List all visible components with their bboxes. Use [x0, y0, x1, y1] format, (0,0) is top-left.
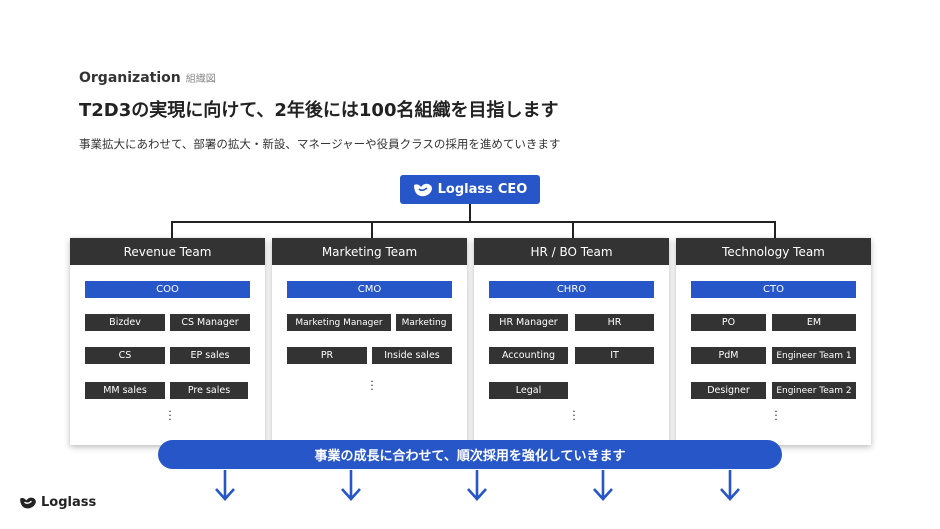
role-tag: PR: [287, 347, 367, 364]
role-tag: Engineer Team 2: [772, 382, 856, 399]
down-arrow-icon: [467, 470, 487, 501]
role-tag: Pre sales: [170, 382, 248, 399]
team-connector-4: [774, 221, 776, 238]
more-dots-icon: ···: [168, 405, 172, 426]
team-card-marketing: Marketing Team CMO Marketing Manager Mar…: [272, 238, 467, 445]
down-arrow-icon: [341, 470, 361, 501]
team-bus-line: [171, 221, 776, 223]
more-dots-icon: ···: [774, 405, 778, 426]
team-connector-1: [171, 221, 173, 238]
ceo-brand: Loglass: [437, 182, 493, 197]
footer-brand: Loglass: [41, 495, 97, 510]
down-arrow-icon: [215, 470, 235, 501]
role-tag: Engineer Team 1: [772, 347, 856, 364]
team-name: Technology Team: [676, 238, 871, 265]
role-tag: HR Manager: [489, 314, 568, 331]
role-tag: PO: [691, 314, 766, 331]
role-tag: MM sales: [85, 382, 165, 399]
ceo-connector: [469, 204, 471, 222]
team-connector-3: [572, 221, 574, 238]
down-arrow-icon: [593, 470, 613, 501]
team-lead-pill: CTO: [691, 281, 856, 298]
loglass-bird-icon: [20, 497, 36, 508]
section-label: Organization 組織図: [79, 70, 216, 86]
role-tag: Bizdev: [85, 314, 165, 331]
role-tag: CS: [85, 347, 165, 364]
role-tag: Legal: [489, 382, 568, 399]
more-dots-icon: ···: [572, 405, 576, 426]
team-card-technology: Technology Team CTO PO EM PdM Engineer T…: [676, 238, 871, 445]
team-card-revenue: Revenue Team COO Bizdev CS Manager CS EP…: [70, 238, 265, 445]
role-tag: IT: [575, 347, 654, 364]
ceo-title: CEO: [497, 182, 528, 197]
ceo-box: Loglass CEO: [400, 175, 540, 204]
team-lead-pill: CHRO: [489, 281, 654, 298]
role-tag: PdM: [691, 347, 766, 364]
role-tag: Designer: [691, 382, 766, 399]
team-name: Revenue Team: [70, 238, 265, 265]
page-subtitle: 事業拡大にあわせて、部署の拡大・新設、マネージャーや役員クラスの採用を進めていき…: [79, 137, 561, 151]
team-connector-2: [371, 221, 373, 238]
section-subtitle: 組織図: [185, 74, 216, 85]
role-tag: Inside sales: [372, 347, 452, 364]
role-tag: Marketing Manager: [287, 314, 391, 331]
role-tag: Marketing: [396, 314, 452, 331]
role-tag: Accounting: [489, 347, 568, 364]
role-tag: HR: [575, 314, 654, 331]
role-tag: EP sales: [170, 347, 250, 364]
team-lead-pill: COO: [85, 281, 250, 298]
team-lead-pill: CMO: [287, 281, 452, 298]
role-tag: EM: [772, 314, 856, 331]
team-name: Marketing Team: [272, 238, 467, 265]
role-tag: CS Manager: [170, 314, 250, 331]
footer-logo: Loglass: [19, 495, 96, 510]
down-arrow-icon: [720, 470, 740, 501]
page-title: T2D3の実現に向けて、2年後には100名組織を目指します: [79, 100, 559, 121]
section-title: Organization: [79, 70, 181, 86]
team-name: HR / BO Team: [474, 238, 669, 265]
loglass-bird-icon: [413, 183, 432, 196]
team-card-hr-bo: HR / BO Team CHRO HR Manager HR Accounti…: [474, 238, 669, 445]
more-dots-icon: ···: [370, 375, 374, 396]
growth-banner: 事業の成長に合わせて、順次採用を強化していきます: [158, 440, 782, 469]
